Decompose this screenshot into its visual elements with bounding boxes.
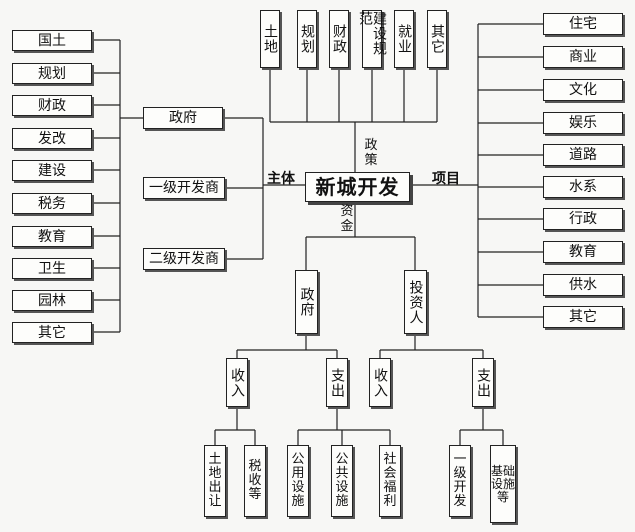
project-education: 教育 [543, 241, 623, 263]
gov-expense-public-facilities: 公共设施 [331, 445, 353, 517]
gov-expense-social-welfare: 社会福利 [379, 445, 401, 517]
funds-government: 政府 [295, 270, 318, 334]
investor-expense-primary-development: 一级开发 [449, 445, 471, 517]
label-funds: 资金 [340, 204, 354, 234]
gov-income: 收入 [226, 358, 248, 407]
gov-income-land-transfer: 土地出让 [204, 445, 226, 517]
investor-expense: 支出 [472, 358, 494, 407]
project-culture: 文化 [543, 79, 623, 101]
policy-item-land: 土地 [260, 10, 280, 68]
gov-dept-land-resources: 国土 [12, 30, 92, 51]
project-commercial: 商业 [543, 46, 623, 68]
gov-dept-finance: 财政 [12, 95, 92, 116]
policy-item-finance: 财政 [329, 10, 349, 68]
gov-dept-education: 教育 [12, 226, 92, 247]
gov-expense: 支出 [326, 358, 348, 407]
policy-item-employment: 就业 [394, 10, 414, 68]
label-subject: 主体 [267, 171, 295, 187]
project-water-supply: 供水 [543, 274, 623, 296]
investor-income: 收入 [369, 358, 391, 407]
gov-dept-other: 其它 [12, 322, 92, 343]
subject-primary-developer: 一级开发商 [143, 177, 225, 199]
gov-dept-development-reform: 发改 [12, 128, 92, 149]
subject-government: 政府 [143, 107, 223, 129]
project-administration: 行政 [543, 208, 623, 230]
project-roads: 道路 [543, 144, 623, 166]
project-other: 其它 [543, 306, 623, 328]
policy-item-planning: 规划 [297, 10, 317, 68]
gov-dept-taxation: 税务 [12, 193, 92, 214]
funds-investor: 投资人 [404, 270, 427, 334]
project-residential: 住宅 [543, 13, 623, 35]
label-project: 项目 [432, 171, 460, 187]
gov-dept-construction: 建设 [12, 160, 92, 181]
center-new-city-development: 新城开发 [305, 172, 410, 202]
project-entertainment: 娱乐 [543, 112, 623, 134]
policy-item-construction-norms: 建设规范 [357, 10, 387, 68]
gov-income-taxes: 税收等 [244, 445, 266, 517]
subject-secondary-developer: 二级开发商 [143, 248, 225, 270]
gov-dept-landscaping: 园林 [12, 290, 92, 311]
gov-expense-utilities: 公用设施 [287, 445, 309, 517]
investor-expense-infrastructure: 基础设施等 [490, 445, 516, 523]
label-policy: 政策 [364, 138, 378, 168]
gov-dept-planning: 规划 [12, 63, 92, 84]
policy-item-other: 其它 [427, 10, 447, 68]
gov-dept-health: 卫生 [12, 258, 92, 279]
project-water-system: 水系 [543, 176, 623, 198]
